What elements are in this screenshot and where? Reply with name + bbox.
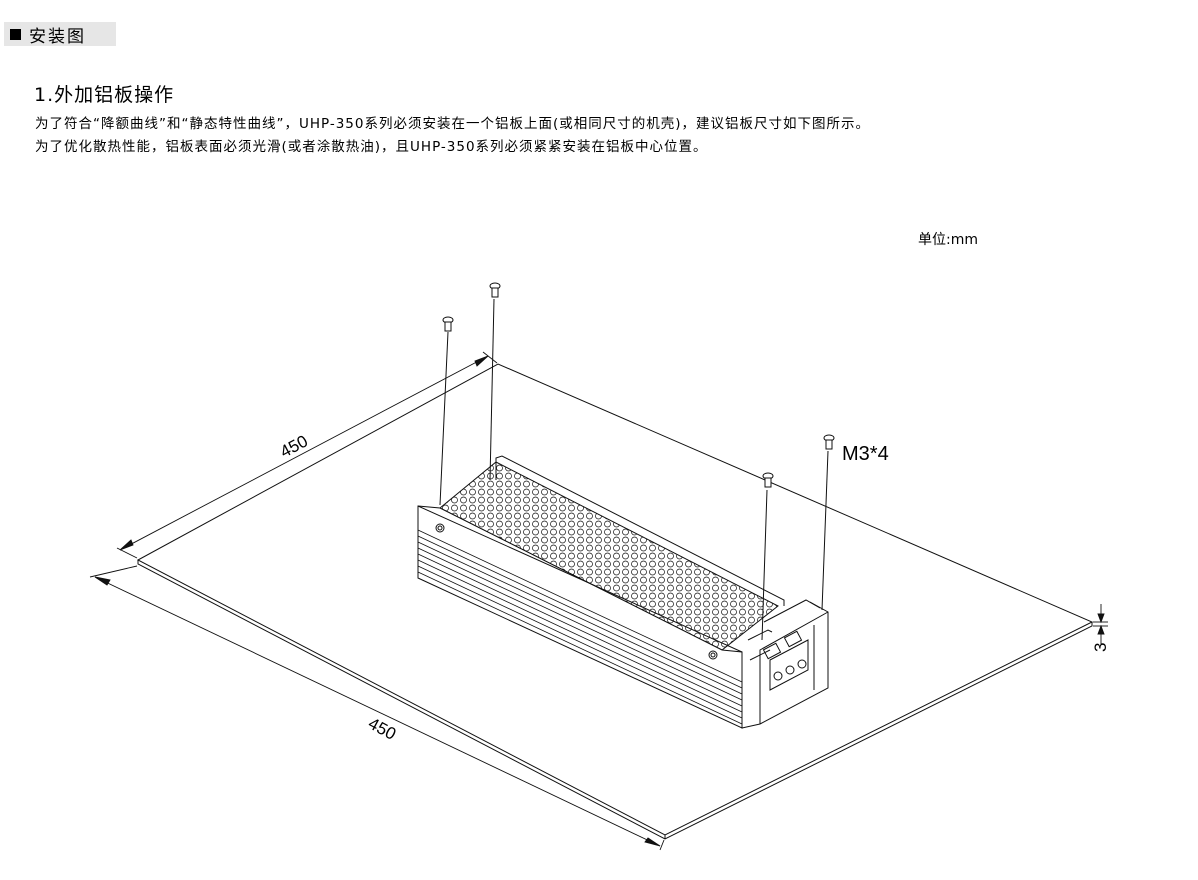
description-line-1: 为了符合“降额曲线”和“静态特性曲线”，UHP-350系列必须安装在一个铝板上面…: [35, 116, 871, 132]
heatsink-fins: [417, 529, 743, 725]
screw-1: [439, 316, 454, 506]
section-title: 安装图: [29, 26, 86, 47]
screw-3: [761, 472, 774, 641]
dimension-top: [116, 351, 498, 559]
screw-label: M3*4: [842, 443, 889, 465]
square-bullet-icon: [10, 28, 21, 40]
dimension-width-label: 450: [277, 431, 311, 461]
dimension-thickness: [1093, 604, 1108, 644]
dimension-thickness-label: 3: [1091, 643, 1110, 652]
screw-4: [821, 434, 835, 611]
section-header: 安装图: [4, 22, 116, 47]
unit-label: 单位:mm: [918, 232, 978, 248]
step-title: 1.外加铝板操作: [34, 84, 175, 106]
screw-2: [489, 282, 501, 481]
dimension-bottom: [89, 565, 665, 851]
dimension-depth-label: 450: [365, 714, 399, 744]
description-line-2: 为了优化散热性能，铝板表面必须光滑(或者涂散热油)，且UHP-350系列必须紧紧…: [35, 139, 708, 155]
